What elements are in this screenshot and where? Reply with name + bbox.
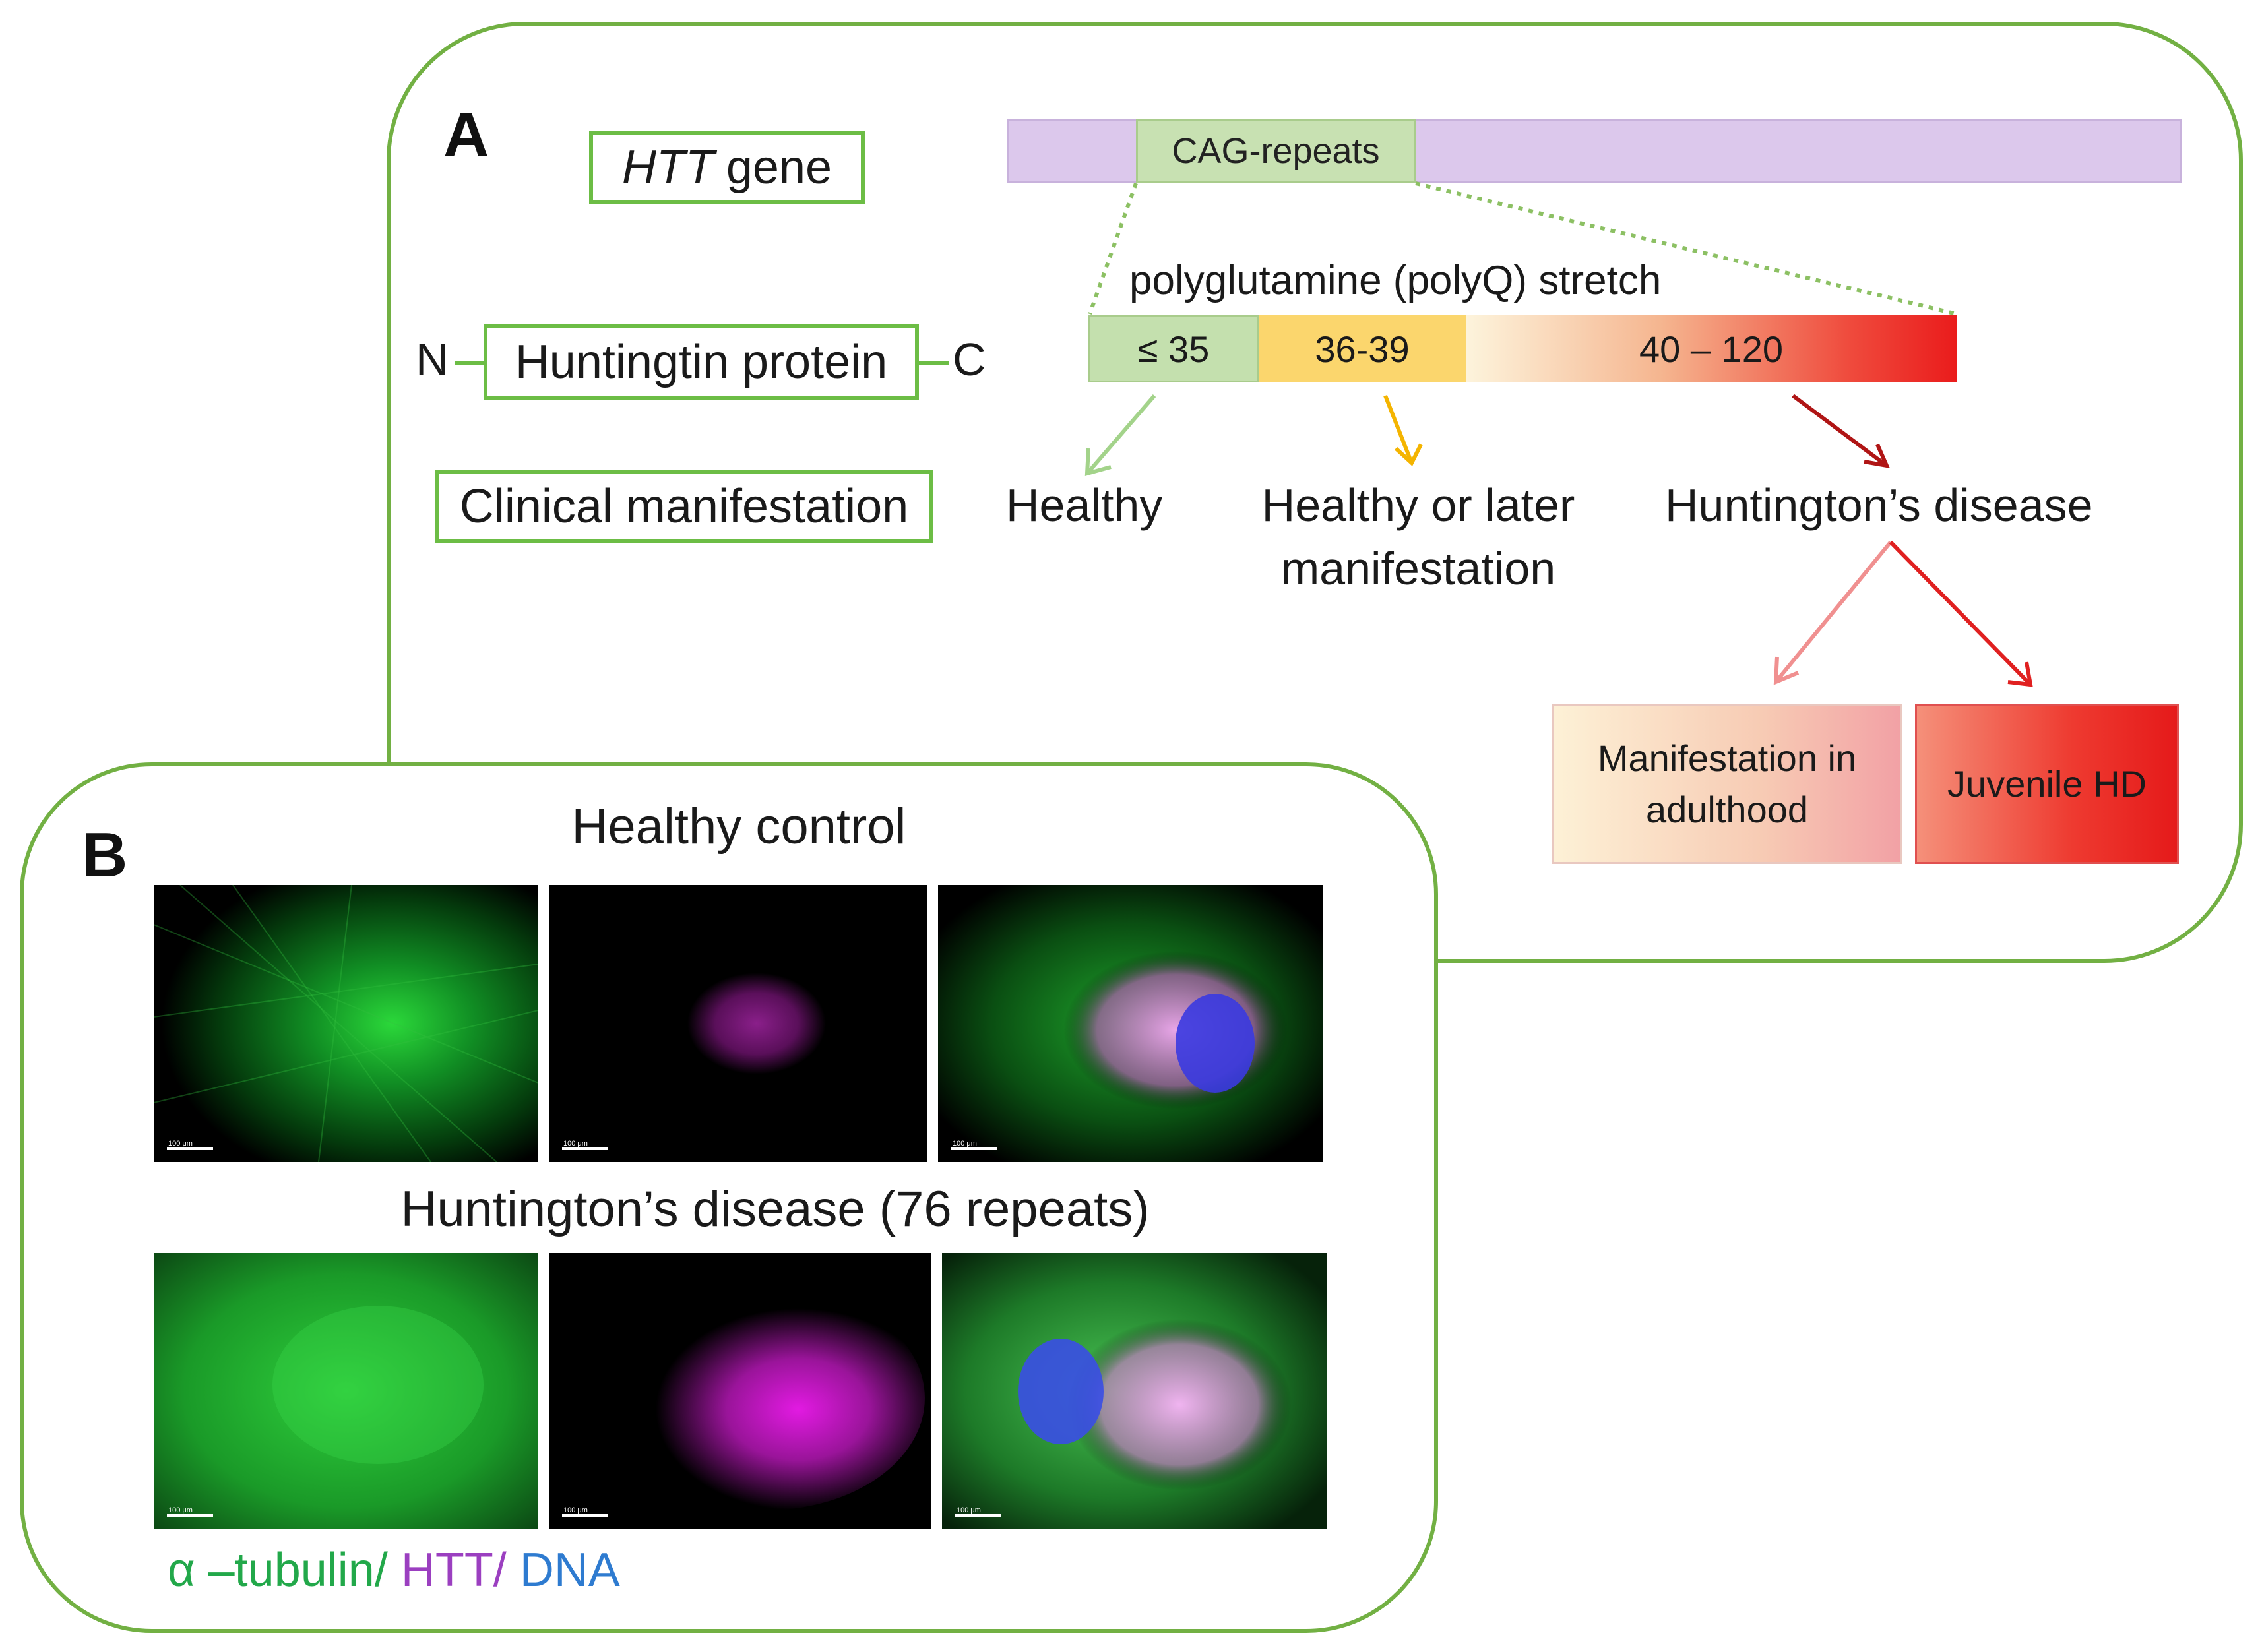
scale-label: 100 μm bbox=[563, 1506, 588, 1514]
micrograph-control-merged: 100 μm bbox=[938, 885, 1323, 1162]
adult-line2: adulthood bbox=[1645, 789, 1808, 830]
row2-title: Huntington’s disease (76 repeats) bbox=[400, 1181, 1150, 1237]
range-intermediate: 36-39 bbox=[1259, 315, 1466, 382]
clinical-manifestation-label: Clinical manifestation bbox=[435, 470, 933, 543]
panel-a-letter: A bbox=[443, 100, 489, 170]
protein-c-terminus: C bbox=[953, 334, 986, 385]
outcome-later-line2: manifestation bbox=[1280, 543, 1556, 594]
stain-legend: α –tubulin/ HTT/ DNA bbox=[168, 1543, 620, 1597]
scale-label: 100 μm bbox=[563, 1140, 588, 1147]
range-healthy: ≤ 35 bbox=[1088, 315, 1259, 382]
outcome-huntingtons: Huntington’s disease bbox=[1665, 479, 2093, 531]
outcome-healthy: Healthy bbox=[1006, 479, 1163, 531]
range-disease: 40 – 120 bbox=[1466, 315, 1957, 382]
gene-name-italic: HTT bbox=[621, 141, 714, 194]
legend-dna: DNA bbox=[506, 1544, 620, 1597]
scale-bar bbox=[167, 1514, 213, 1517]
legend-tubulin: α –tubulin/ bbox=[168, 1544, 388, 1597]
arrow-juvenile bbox=[1889, 540, 2033, 687]
micrograph-hd-merged: 100 μm bbox=[942, 1253, 1327, 1529]
arrow-later bbox=[1383, 394, 1423, 466]
arrow-adult bbox=[1773, 541, 1893, 685]
panel-b-letter: B bbox=[82, 820, 128, 890]
scale-label: 100 μm bbox=[957, 1506, 981, 1514]
micrograph-hd-tubulin: 100 μm bbox=[154, 1253, 538, 1529]
legend-htt: HTT/ bbox=[387, 1544, 507, 1597]
scale-label: 100 μm bbox=[953, 1140, 977, 1147]
scale-bar bbox=[951, 1147, 997, 1150]
micrograph-control-tubulin: 100 μm bbox=[154, 885, 538, 1162]
cag-repeats-segment: CAG-repeats bbox=[1136, 119, 1416, 183]
scale-label: 100 μm bbox=[168, 1140, 193, 1147]
outcome-later-line1: Healthy or later bbox=[1261, 479, 1575, 531]
arrow-hd bbox=[1792, 394, 1890, 468]
scale-bar bbox=[562, 1514, 608, 1517]
gene-word: gene bbox=[726, 141, 832, 194]
juvenile-hd-box: Juvenile HD bbox=[1915, 704, 2179, 864]
protein-n-terminus: N bbox=[416, 334, 449, 385]
scale-label: 100 μm bbox=[168, 1506, 193, 1514]
zoom-line-right bbox=[1415, 181, 1957, 316]
huntingtin-protein-label: Huntingtin protein bbox=[484, 324, 919, 400]
zoom-line-left bbox=[1088, 183, 1138, 315]
arrow-healthy bbox=[1084, 394, 1156, 477]
row1-title: Healthy control bbox=[571, 799, 906, 855]
micrograph-hd-htt: 100 μm bbox=[549, 1253, 931, 1529]
scale-bar bbox=[167, 1147, 213, 1150]
micrograph-control-htt: 100 μm bbox=[549, 885, 927, 1162]
scale-bar bbox=[955, 1514, 1001, 1517]
scale-bar bbox=[562, 1147, 608, 1150]
adult-line1: Manifestation in bbox=[1597, 737, 1857, 779]
polyq-title: polyglutamine (polyQ) stretch bbox=[1129, 258, 1662, 303]
adult-onset-box: Manifestation in adulthood bbox=[1552, 704, 1902, 864]
